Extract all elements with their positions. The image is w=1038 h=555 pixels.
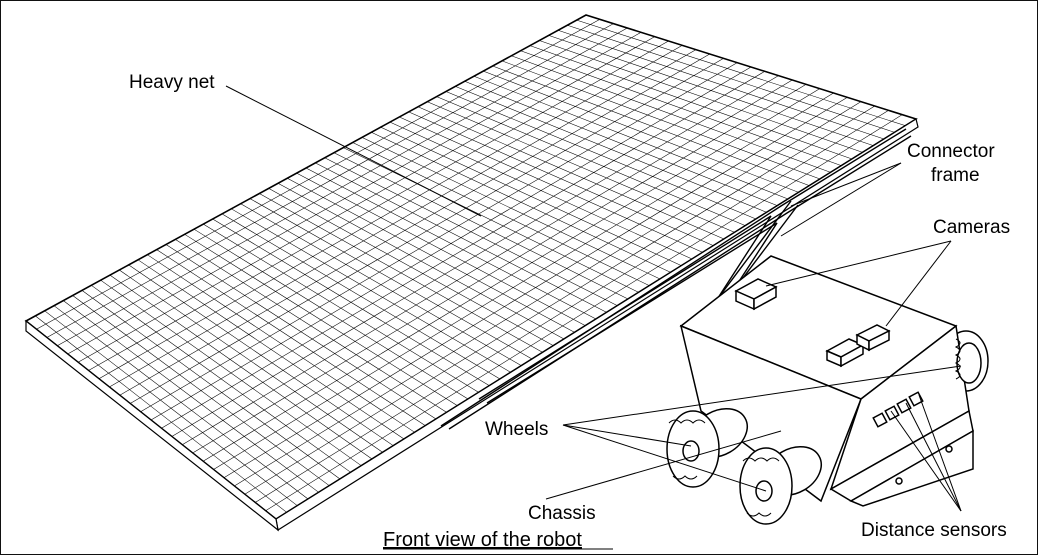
bumper-bolt-1 [895, 477, 903, 485]
leader-wheel-1 [562, 424, 692, 447]
label-wheels: Wheels [485, 419, 548, 440]
leader-connector-2 [780, 162, 902, 237]
net-grid-line [140, 62, 738, 412]
leader-connector-1 [790, 162, 902, 207]
leader-sensor-2 [905, 402, 962, 512]
leader-heavy-net [225, 85, 482, 217]
net-grid-line [234, 101, 862, 487]
wheel-back-right-rim [956, 342, 982, 384]
bumper-bolt-2 [945, 445, 953, 453]
robot [666, 255, 989, 525]
leader-wheel-3 [562, 365, 962, 426]
net-grid-line [36, 19, 600, 330]
net-grid [35, 19, 906, 513]
camera-top [734, 278, 778, 311]
leader-camera-2 [885, 240, 952, 327]
net-grid-line [88, 40, 669, 371]
camera-front-pair [825, 324, 891, 368]
net-grid-line [244, 105, 875, 495]
net-grid-line [255, 110, 889, 503]
net-grid-line [150, 66, 752, 421]
net-grid-line [171, 75, 779, 437]
net-grid-line [119, 53, 710, 396]
net-grid-line [161, 71, 765, 429]
net-grid-line [182, 79, 793, 445]
leader-sensor-3 [918, 394, 962, 512]
connector-brace-1 [478, 215, 772, 400]
net-grid-line [67, 32, 642, 355]
label-heavy-net: Heavy net [129, 72, 215, 93]
net-grid-line [223, 97, 848, 478]
leader-lines [225, 85, 962, 512]
label-chassis: Chassis [528, 503, 596, 524]
label-distance-sensors: Distance sensors [861, 520, 1007, 541]
net-grid-line [98, 45, 683, 379]
net-grid-line [265, 114, 903, 511]
net-grid-line [213, 92, 834, 470]
leader-chassis [545, 430, 782, 500]
net-left-edge [25, 319, 279, 532]
label-connector-line1: Connector [907, 141, 995, 162]
net-grid-line [202, 88, 820, 462]
net-grid-line [57, 27, 628, 346]
net-grid-line [109, 49, 697, 388]
leader-wheel-2 [562, 424, 767, 492]
net-grid-line [130, 58, 724, 404]
net-grid-line [192, 84, 807, 454]
connector-brace-2 [486, 222, 778, 404]
wheel-front-right [739, 446, 822, 525]
leader-camera-1 [765, 240, 952, 287]
leader-sensor-1 [890, 410, 962, 512]
label-cameras: Cameras [933, 217, 1010, 238]
label-connector-line2: frame [931, 165, 980, 186]
connector-rail-1 [440, 128, 907, 427]
net-grid-line [46, 23, 614, 338]
net-grid-line [77, 36, 655, 363]
caption: Front view of the robot [383, 529, 582, 551]
